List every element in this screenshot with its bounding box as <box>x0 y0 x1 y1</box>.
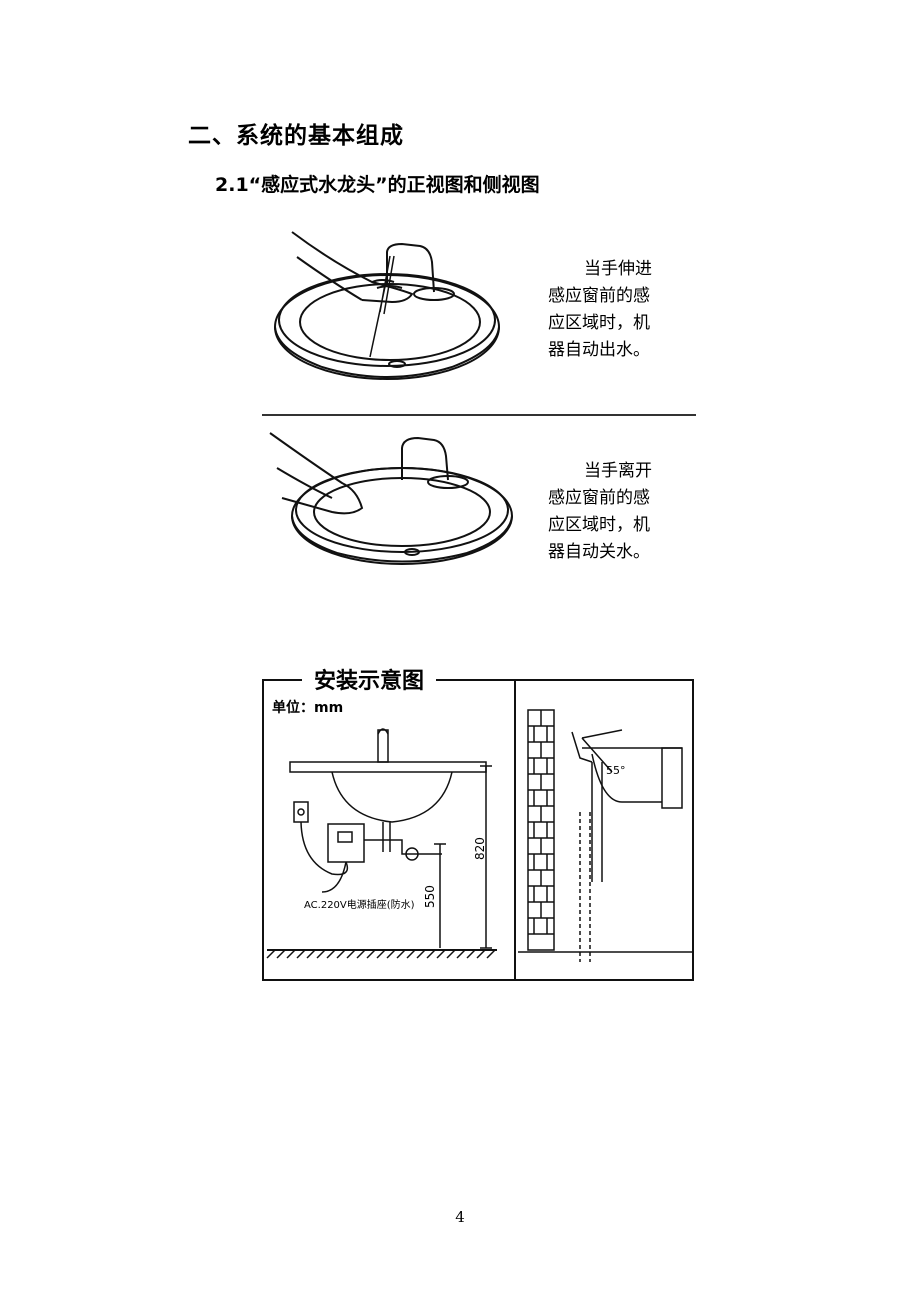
caption-on-line1: 当手伸进 <box>584 259 652 279</box>
dim-height-total: 820 <box>473 837 487 860</box>
caption-off-line1: 当手离开 <box>584 461 652 481</box>
section-title: 二、系统的基本组成 <box>188 123 404 149</box>
caption-off-line4: 器自动关水。 <box>548 542 650 562</box>
caption-off-line3: 应区域时，机 <box>548 515 650 535</box>
caption-on-line3: 应区域时，机 <box>548 313 650 333</box>
dim-height-outlet: 550 <box>423 885 437 908</box>
faucet-off-illustration <box>269 432 513 565</box>
faucet-on-illustration <box>274 231 500 380</box>
caption-off-line2: 感应窗前的感 <box>548 488 650 508</box>
caption-on-line2: 感应窗前的感 <box>548 286 650 306</box>
caption-off: 当手离开 感应窗前的感 应区域时，机 器自动关水。 <box>548 458 688 566</box>
caption-on: 当手伸进 感应窗前的感 应区域时，机 器自动出水。 <box>548 256 688 364</box>
power-socket-label: AC.220V电源插座(防水) <box>304 898 415 911</box>
page-number: 4 <box>455 1208 465 1226</box>
angle-label: 55° <box>606 764 626 777</box>
unit-label: 单位：mm <box>272 699 343 716</box>
install-diagram-title: 安装示意图 <box>314 668 424 694</box>
divider-line <box>262 414 696 416</box>
install-diagram: 安装示意图 单位：mm 820 550 AC.220V电源插座(防水) <box>262 664 694 981</box>
subsection-title: 2.1“感应式水龙头”的正视图和侧视图 <box>215 174 540 196</box>
caption-on-line4: 器自动出水。 <box>548 340 650 360</box>
